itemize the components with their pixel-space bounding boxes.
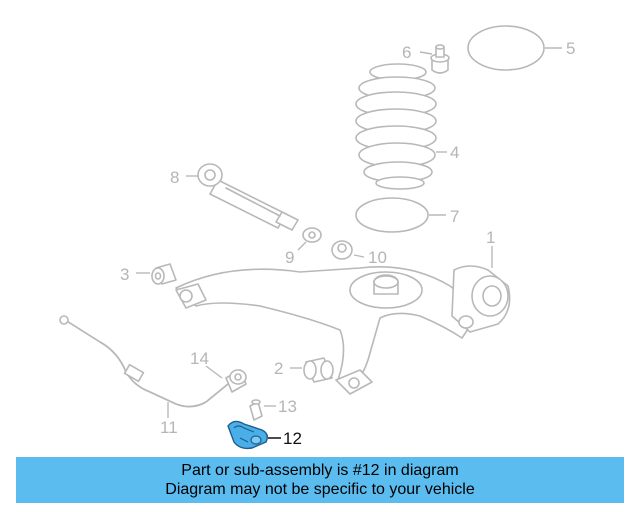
banner-line-disclaimer: Diagram may not be specific to your vehi… <box>165 481 475 498</box>
leader-9 <box>297 241 307 251</box>
callout-13[interactable]: 13 <box>278 397 297 416</box>
callout-4[interactable]: 4 <box>450 143 459 162</box>
part-2-bushing[interactable] <box>303 357 334 383</box>
parts-diagram: 5 6 4 7 8 9 <box>59 25 575 450</box>
callout-12[interactable]: 12 <box>283 429 302 448</box>
callout-2[interactable]: 2 <box>274 359 283 378</box>
leader-14 <box>205 365 223 379</box>
part-6-bump-stop[interactable] <box>430 44 450 74</box>
part-11-stabilizer-bar[interactable] <box>59 315 229 408</box>
part-9-washer[interactable] <box>302 227 322 243</box>
part-8-shock-absorber[interactable] <box>197 163 299 231</box>
callout-3[interactable]: 3 <box>120 265 129 284</box>
callout-6[interactable]: 6 <box>402 43 411 62</box>
callout-9[interactable]: 9 <box>285 248 294 267</box>
callout-11[interactable]: 11 <box>160 418 178 437</box>
callout-8[interactable]: 8 <box>170 168 179 187</box>
part-3-bushing[interactable] <box>151 263 177 285</box>
part-1-lower-control-arm[interactable] <box>175 265 511 395</box>
callout-7[interactable]: 7 <box>450 207 459 226</box>
part-14-stabilizer-bushing[interactable] <box>225 369 247 393</box>
info-banner: Part or sub-assembly is #12 in diagram D… <box>16 457 624 503</box>
part-7-spring-seat[interactable] <box>355 197 429 233</box>
callout-5[interactable]: 5 <box>566 39 575 58</box>
callout-10[interactable]: 10 <box>368 248 387 267</box>
banner-line-part: Part or sub-assembly is #12 in diagram <box>181 462 459 479</box>
part-10-nut[interactable] <box>331 240 353 260</box>
part-12-clamp-highlighted[interactable] <box>227 420 269 450</box>
leader-6 <box>419 51 433 55</box>
part-5-ring[interactable] <box>467 25 545 71</box>
part-13-bracket[interactable] <box>249 399 263 421</box>
callout-1[interactable]: 1 <box>486 228 495 247</box>
part-4-coil-spring[interactable] <box>355 63 437 190</box>
leader-10 <box>353 254 365 258</box>
callout-14[interactable]: 14 <box>190 349 209 368</box>
